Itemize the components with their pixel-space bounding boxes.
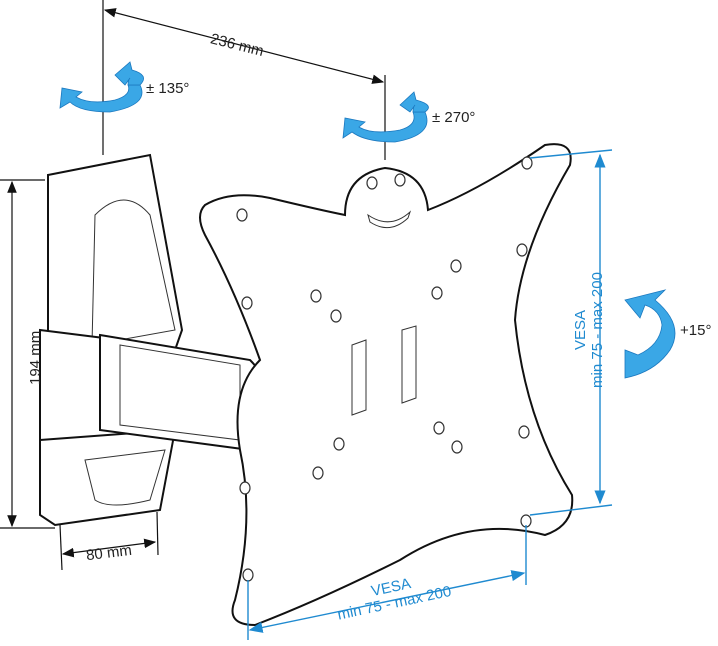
tilt-label: +15°	[680, 322, 711, 339]
rotation-arrow-270-icon	[342, 91, 429, 143]
dimension-lines	[0, 0, 613, 640]
plate-width-label: 80 mm	[85, 542, 133, 564]
slots	[351, 325, 417, 416]
smiley	[366, 173, 412, 229]
wall-bracket	[39, 153, 267, 527]
mounting-holes	[236, 156, 533, 582]
plate-rotation-label: ± 270°	[432, 109, 475, 126]
arm-length-label: 236 mm	[209, 30, 266, 60]
swivel-arrow-135-icon	[59, 61, 144, 113]
height-label: 194 mm	[27, 331, 44, 385]
vesa-vertical-title: VESA	[572, 310, 589, 350]
vesa-vertical-range: min 75 - max 200	[589, 272, 606, 388]
swivel-label: ± 135°	[146, 80, 189, 97]
tilt-arrow-15-icon	[624, 289, 676, 379]
vesa-plate	[199, 143, 574, 627]
